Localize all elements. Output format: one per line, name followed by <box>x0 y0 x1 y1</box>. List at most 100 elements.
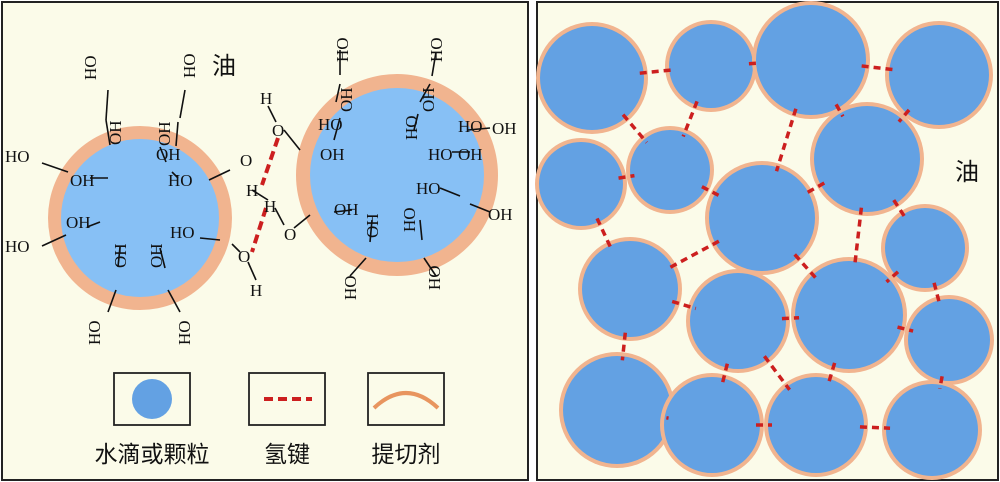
hydroxyl-label: HO <box>170 223 195 242</box>
hydroxyl-label: OH <box>492 119 517 138</box>
hydrogen-bond <box>932 282 942 305</box>
hydroxyl-label: OH <box>155 121 174 146</box>
hydroxyl-label: HO <box>85 320 104 345</box>
hydrogen-atom: H <box>246 181 258 200</box>
hydrogen-bond <box>892 199 907 219</box>
hydrogen-bond <box>748 61 761 66</box>
hydrogen-bond <box>620 332 628 361</box>
droplet <box>709 165 815 271</box>
hydrogen-bond <box>681 100 699 138</box>
droplet <box>664 377 760 473</box>
legend-label-droplet: 水滴或颗粒 <box>95 442 210 468</box>
hydroxyl-label: HO <box>458 117 483 136</box>
hydrogen-bond <box>701 185 720 197</box>
hydrogen-bond <box>595 217 613 250</box>
hydroxyl-label: OH <box>488 205 513 224</box>
hydroxyl-label: OH <box>458 145 483 164</box>
hydrogen-bond <box>618 173 635 180</box>
hydroxyl-label: OH <box>106 120 125 145</box>
oxygen-atom: O <box>272 121 284 140</box>
hydroxyl-label: OH <box>156 145 181 164</box>
hydrogen-bond <box>861 64 894 72</box>
hydrogen-bond <box>621 113 649 144</box>
legend-label-shear-agent: 提切剂 <box>372 442 441 468</box>
hydroxyl-label: OH <box>337 87 356 112</box>
hydrogen-bond <box>859 425 891 430</box>
hydroxyl-label: HO <box>81 55 100 80</box>
droplet <box>630 130 710 210</box>
hydroxyl-label: HO <box>416 179 441 198</box>
droplet <box>539 142 623 226</box>
oil-label-right: 油 <box>955 158 979 186</box>
hydrogen-bond <box>852 207 864 266</box>
hydroxyl-label: OH <box>334 200 359 219</box>
hydroxyl-label: HO <box>175 320 194 345</box>
droplet <box>889 25 989 125</box>
hydroxyl-label: OH <box>147 243 166 268</box>
hydroxyl-label: HO <box>5 147 30 166</box>
hydroxyl-label: OH <box>66 213 91 232</box>
hydrogen-bond <box>793 253 817 279</box>
droplet <box>908 299 990 381</box>
droplet <box>795 261 903 369</box>
hydroxyl-label: HO <box>428 145 453 164</box>
droplet <box>582 241 678 337</box>
hydroxyl-label: OH <box>70 171 95 190</box>
hydroxyl-label: HO <box>5 237 30 256</box>
legend-label-hydrogen-bond: 氢键 <box>264 442 310 468</box>
droplet-icon <box>132 379 172 419</box>
oxygen-atom: O <box>238 247 250 266</box>
hydrogen-bond <box>885 270 900 284</box>
left-droplet-2 <box>296 74 498 276</box>
hydrogen-bond <box>763 355 791 391</box>
hydroxyl-label: HO <box>400 207 419 232</box>
hydrogen-bond <box>639 68 674 75</box>
hydroxyl-label: HO <box>318 115 343 134</box>
hydroxyl-label: HO <box>168 171 193 190</box>
right-hydrogen-bonds <box>595 61 944 430</box>
oxygen-atom: O <box>284 225 296 244</box>
droplet <box>540 26 644 130</box>
droplet <box>886 384 978 476</box>
hydrogen-bond <box>938 376 944 390</box>
droplet <box>756 5 866 115</box>
hydrogen-bond <box>834 103 845 118</box>
droplet <box>669 24 753 108</box>
right-droplet-network <box>535 1 994 480</box>
legend-item-hydrogen-bond: 氢键 <box>248 372 326 468</box>
hydrogen-bond <box>720 363 730 383</box>
droplet <box>814 106 920 212</box>
hydrogen-bond <box>671 299 697 311</box>
oil-label-left: 油 <box>212 52 236 80</box>
droplet <box>563 356 671 464</box>
shear-agent-arc-icon <box>372 391 440 410</box>
hydrogen-bond <box>774 108 798 172</box>
oxygen-atom: O <box>240 151 252 170</box>
hydrogen-bond <box>897 325 914 333</box>
hydroxyl-label: HO <box>180 53 199 78</box>
legend: 水滴或颗粒 氢键 提切剂 <box>95 372 445 468</box>
hydrogen-bond <box>897 108 911 123</box>
hydrogen-bond <box>826 362 837 384</box>
hydrogen-atom: H <box>260 89 272 108</box>
hydroxyl-label: HO <box>341 275 360 300</box>
legend-item-droplet: 水滴或颗粒 <box>95 372 210 468</box>
hydrogen-bond <box>781 315 800 321</box>
hydroxyl-label: HO <box>427 37 446 62</box>
hydrogen-bond <box>667 239 720 270</box>
hydrogen-atom: H <box>250 281 262 300</box>
droplet <box>690 273 786 369</box>
hydroxyl-label: HO <box>333 37 352 62</box>
droplet <box>885 208 965 288</box>
left-hydroxyl-labels: HO OH HO OH HO OH HO OH OH HO HO OH HO O… <box>5 37 517 345</box>
hydroxyl-label: OH <box>111 243 130 268</box>
hydroxyl-label: HO <box>402 115 421 140</box>
hydroxyl-label: OH <box>363 213 382 238</box>
hydrogen-bond <box>803 181 826 196</box>
hydroxyl-label: OH <box>320 145 345 164</box>
droplet <box>768 377 864 473</box>
left-hydrogen-bonds <box>250 137 280 253</box>
hydrogen-atom: H <box>264 197 276 216</box>
hydroxyl-label: HO <box>425 265 444 290</box>
